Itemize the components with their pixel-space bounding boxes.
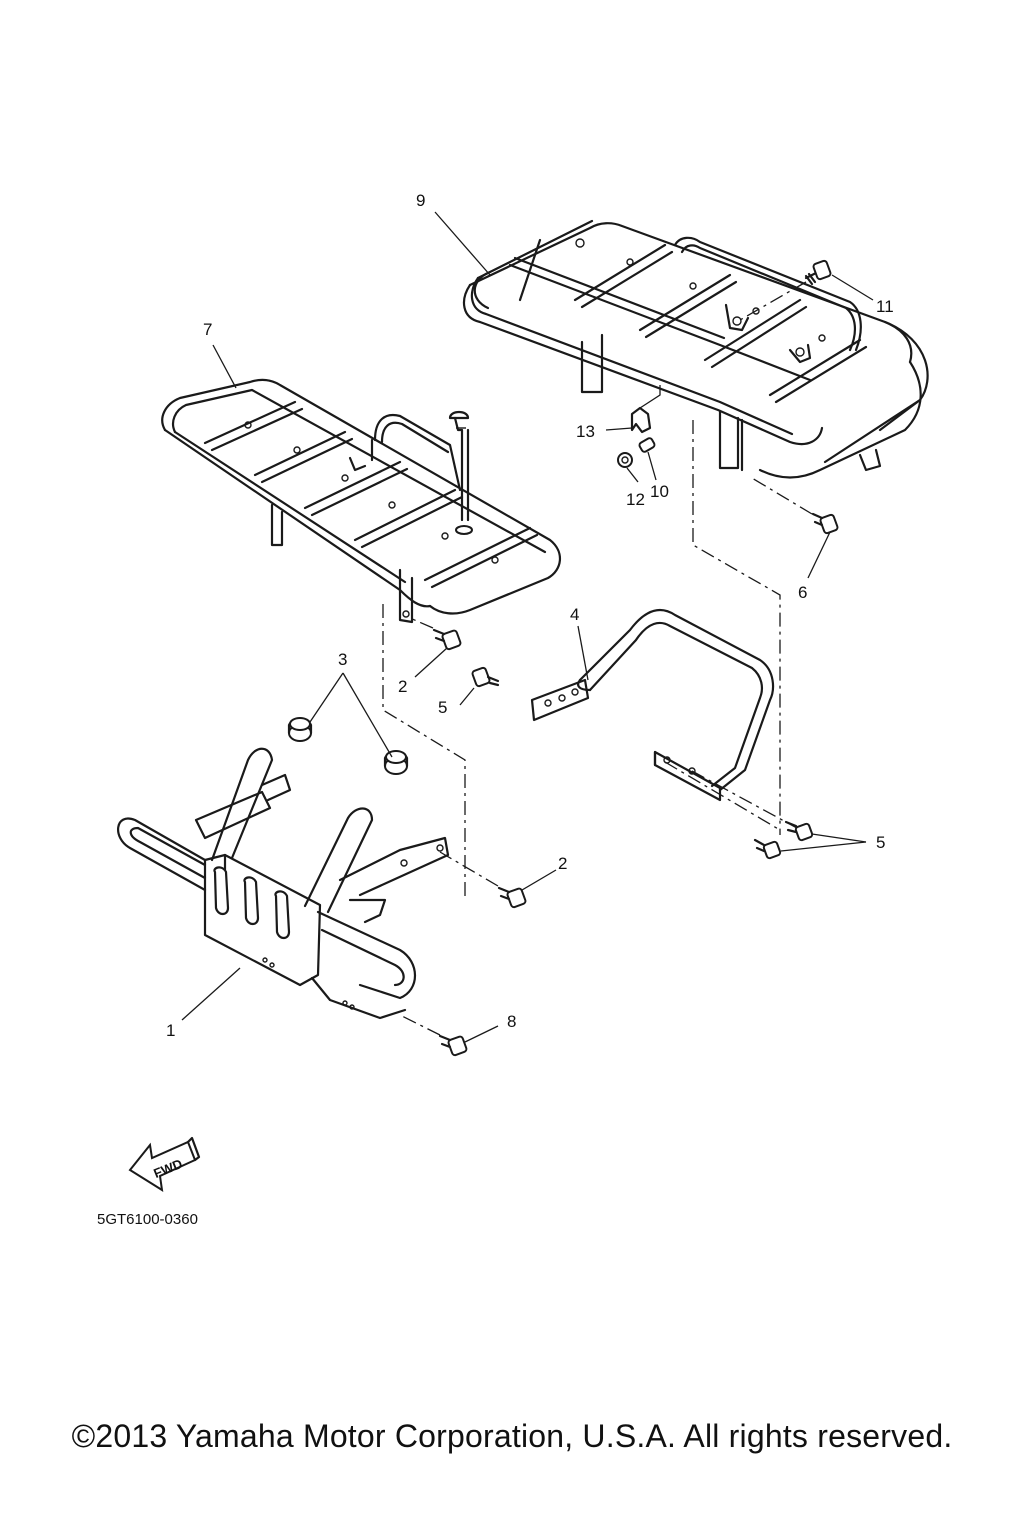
assembly-line-rear — [692, 420, 781, 835]
callout-4: 4 — [570, 605, 579, 624]
rear-carrier-9 — [462, 219, 929, 479]
diagram-code: 5GT6100-0360 — [97, 1211, 198, 1228]
callout-10: 10 — [650, 482, 669, 501]
bolt-5-upper-icon — [471, 666, 500, 688]
bolt-2-upper-icon — [432, 628, 462, 651]
callout-2-upper: 2 — [398, 677, 407, 696]
bolt-5-lower-a-icon — [784, 820, 814, 842]
callout-2-lower: 2 — [558, 854, 567, 873]
clip-13-icon — [630, 406, 652, 434]
carrier-bracket — [448, 410, 473, 535]
nut-12-icon — [617, 452, 633, 468]
assembly-line-front — [382, 604, 466, 898]
bolt-5-lower-b-icon — [753, 838, 782, 860]
callout-1: 1 — [166, 1021, 175, 1040]
collar-10-icon — [638, 437, 656, 453]
callout-7: 7 — [203, 320, 212, 339]
bolt-11-icon — [804, 259, 832, 286]
callout-5-lower: 5 — [876, 833, 885, 852]
callout-6: 6 — [798, 583, 807, 602]
damper-3-left-icon — [287, 717, 313, 742]
callout-3: 3 — [338, 650, 347, 669]
callout-13: 13 — [576, 422, 595, 441]
copyright-notice: ©2013 Yamaha Motor Corporation, U.S.A. A… — [71, 1418, 953, 1454]
damper-3-right-icon — [383, 750, 409, 775]
bolt-6-icon — [811, 512, 839, 535]
callout-5-upper: 5 — [438, 698, 447, 717]
callout-8: 8 — [507, 1012, 516, 1031]
bolt-8-icon — [438, 1034, 468, 1057]
front-bumper-1 — [117, 747, 450, 1020]
front-carrier-7 — [161, 378, 561, 624]
fwd-arrow-icon: FWD — [128, 1136, 201, 1192]
guard-bar-4 — [530, 608, 775, 802]
callout-12: 12 — [626, 490, 645, 509]
bolt-2-lower-icon — [497, 886, 527, 909]
callout-9: 9 — [416, 191, 425, 210]
callout-11: 11 — [876, 297, 894, 316]
